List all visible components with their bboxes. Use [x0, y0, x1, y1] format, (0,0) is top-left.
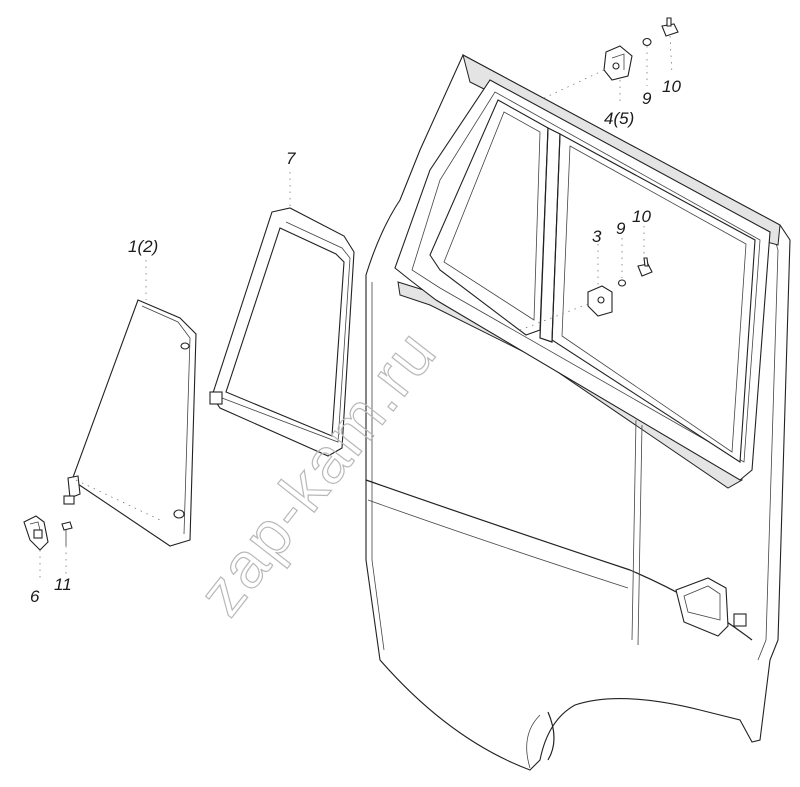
upper-bolt [661, 17, 679, 37]
callout-seal: 7 [286, 149, 296, 168]
callout-bracket-lower: 3 [592, 227, 602, 246]
callout-bracket-upper: 4(5) [604, 109, 634, 128]
callout-washer-upper: 9 [642, 89, 652, 108]
door-handle-recess [675, 577, 747, 637]
door-window-frame [394, 54, 781, 481]
upper-hinge-bracket [603, 45, 633, 81]
vent-glass [63, 299, 197, 547]
vent-window-seal [209, 207, 355, 457]
callout-labels: 1(2) 7 3 9 10 4(5) 9 10 6 11 [30, 77, 681, 606]
callout-glass: 1(2) [128, 237, 158, 256]
callout-bolt-upper: 10 [662, 77, 681, 96]
leader-lines [39, 35, 673, 582]
latch-screw [61, 521, 73, 546]
upper-washer [642, 37, 652, 47]
callout-latch: 6 [30, 587, 40, 606]
vent-latch [23, 515, 49, 551]
lower-washer [617, 279, 627, 287]
lower-bolt [637, 257, 653, 277]
callout-bolt-lower: 10 [632, 207, 651, 226]
callout-washer-lower: 9 [616, 219, 626, 238]
lower-hinge-bracket [587, 285, 613, 317]
callout-screw: 11 [54, 575, 72, 594]
